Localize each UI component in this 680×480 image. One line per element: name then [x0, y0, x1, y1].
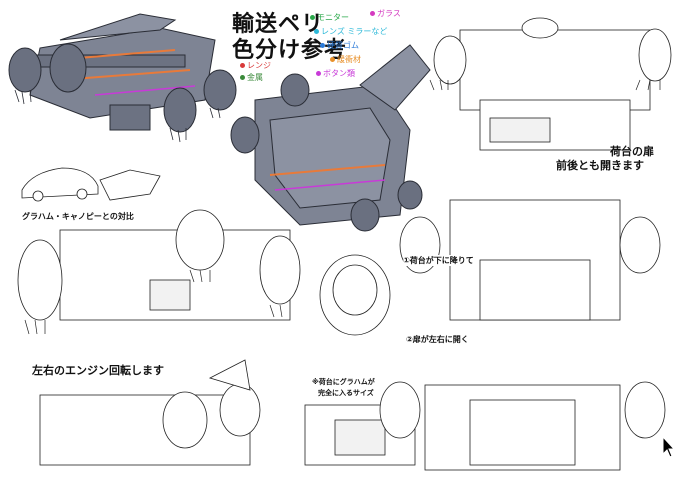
label-door-line1: 荷台の扉	[610, 145, 654, 158]
label-engine: 左右のエンジン回転します	[32, 364, 164, 377]
label-door-line2: 前後とも開きます	[556, 159, 644, 172]
label-graham-line2: 完全に入るサイズ	[318, 389, 374, 397]
label-step2: ②扉が左右に開く	[406, 334, 469, 345]
legend-item-metal: 金属	[240, 72, 263, 83]
legend-item-cushion: 緩衝材	[330, 54, 361, 65]
legend-item-monitor: モニター	[310, 12, 349, 23]
mouse-cursor-icon	[662, 436, 676, 458]
label-graham-line1: ※荷台にグラハムが	[312, 378, 375, 386]
legend-item-lenji: レンジ	[240, 60, 271, 71]
legend-item-rubber: 硬質ゴム	[320, 40, 359, 51]
sheet-title-line1: 輸送ペリ	[232, 12, 325, 37]
legend-item-glass: ガラス	[370, 8, 401, 19]
sheet-title-line2: 色分け参考	[232, 38, 348, 63]
label-size-compare: グラハム・キャノピーとの対比	[22, 212, 134, 221]
label-step1: ①荷台が下に降りて	[403, 255, 474, 266]
legend-item-buttons: ボタン類	[316, 68, 355, 79]
legend-item-lens: レンズ ミラーなど	[314, 26, 387, 37]
